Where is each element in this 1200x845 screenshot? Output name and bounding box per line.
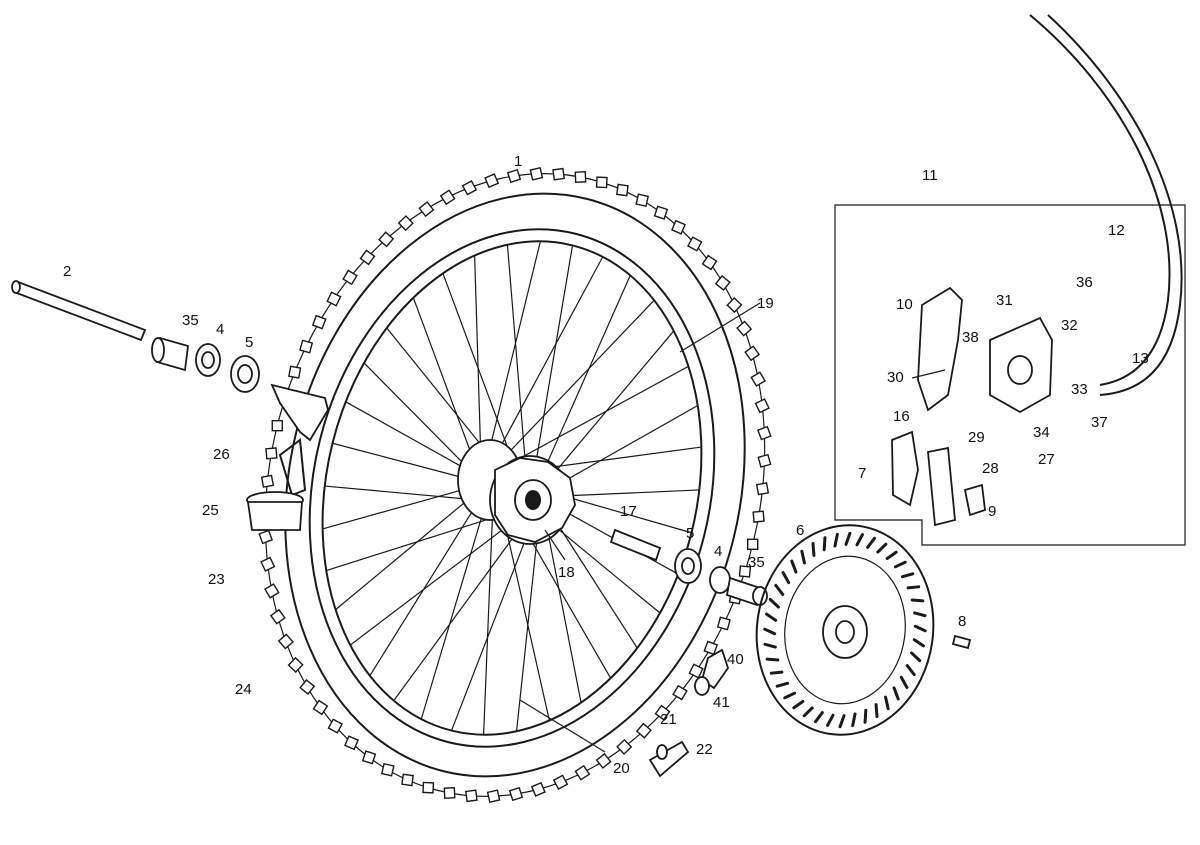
callout-7: 7 [858, 465, 866, 482]
seal-right [709, 566, 731, 594]
disc-vent-slots [763, 531, 927, 729]
callout-17: 17 [620, 503, 637, 520]
spacer-tube [609, 528, 662, 562]
caliper-bracket [917, 286, 963, 412]
callout-13: 13 [1132, 350, 1149, 367]
brake-pad-left [891, 430, 919, 507]
callout-28: 28 [982, 460, 999, 477]
callout-25: 25 [202, 502, 219, 519]
tire-tread [258, 167, 772, 803]
callout-34: 34 [1033, 424, 1050, 441]
callout-18: 18 [558, 564, 575, 581]
tab-22 [648, 740, 690, 778]
callout-2: 2 [63, 263, 71, 280]
callout-35-left: 35 [182, 312, 199, 329]
callout-4-right: 4 [714, 543, 722, 560]
callout-16: 16 [893, 408, 910, 425]
brake-pad-right [927, 446, 956, 527]
callout-1: 1 [514, 153, 522, 170]
callout-5-left: 5 [245, 334, 253, 351]
spacer-left [151, 336, 189, 372]
callout-20: 20 [613, 760, 630, 777]
callout-labels: 1 2 35 4 5 26 25 23 24 19 17 5 4 35 18 6… [63, 153, 1149, 777]
caliper-inset-box [834, 204, 1186, 546]
callout-8: 8 [958, 613, 966, 630]
callout-9: 9 [988, 503, 996, 520]
axle [11, 280, 147, 342]
fork-guard-lower [246, 491, 304, 531]
callout-36: 36 [1076, 274, 1093, 291]
callout-38: 38 [962, 329, 979, 346]
tire [258, 167, 772, 803]
callout-19: 19 [757, 295, 774, 312]
sensor-bracket [694, 648, 729, 696]
callout-29: 29 [968, 429, 985, 446]
callout-23: 23 [208, 571, 225, 588]
callout-32: 32 [1061, 317, 1078, 334]
disc-bolt [951, 634, 972, 650]
leader-lines [519, 302, 946, 753]
brake-hose [1029, 14, 1183, 396]
callout-4-left: 4 [216, 321, 224, 338]
fork-guard-upper [270, 383, 329, 497]
bearing-right [674, 548, 702, 584]
seal-left [195, 343, 221, 377]
spacer-right [725, 576, 768, 607]
callout-37: 37 [1091, 414, 1108, 431]
callout-11: 11 [922, 167, 938, 184]
hub [457, 439, 576, 545]
callout-41: 41 [713, 694, 730, 711]
callout-26: 26 [213, 446, 230, 463]
callout-40: 40 [727, 651, 744, 668]
callout-27: 27 [1038, 451, 1055, 468]
pad-spring [963, 483, 986, 517]
caliper-body [989, 316, 1053, 414]
callout-5-right: 5 [686, 525, 694, 542]
callout-10: 10 [896, 296, 913, 313]
callout-22: 22 [696, 741, 713, 758]
callout-24: 24 [235, 681, 252, 698]
spokes [322, 241, 702, 735]
brake-disc [755, 524, 935, 736]
callout-12: 12 [1108, 222, 1125, 239]
callout-6: 6 [796, 522, 804, 539]
callout-30: 30 [887, 369, 904, 386]
callout-21: 21 [660, 711, 677, 728]
callout-33: 33 [1071, 381, 1088, 398]
callout-31: 31 [996, 292, 1013, 309]
bearing-left [230, 355, 260, 393]
callout-35-right: 35 [748, 554, 765, 571]
